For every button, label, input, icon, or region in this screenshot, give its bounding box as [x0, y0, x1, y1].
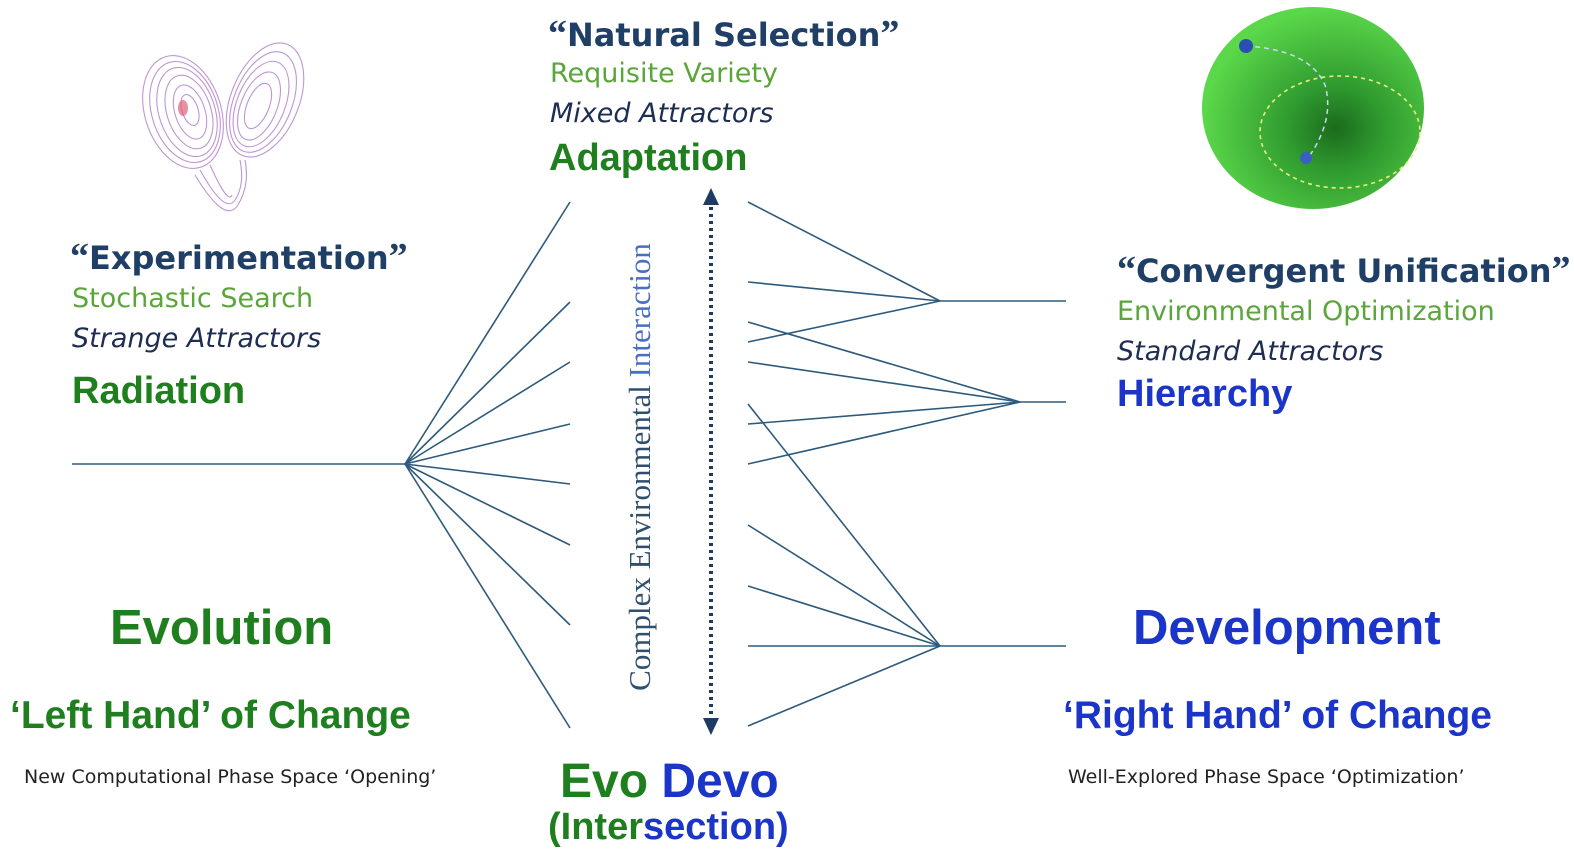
potential-well-attractor-icon: [1202, 7, 1424, 209]
development-branch-line: [747, 524, 941, 647]
development-branch-line: [747, 361, 1021, 403]
intersection-label: (Intersection): [548, 806, 789, 848]
environmental-optimization-label: Environmental Optimization: [1117, 296, 1495, 327]
development-heading: Development: [1133, 601, 1441, 655]
mixed-attractors-label: Mixed Attractors: [550, 98, 774, 129]
stochastic-search-label: Stochastic Search: [72, 283, 314, 314]
evo-devo-label: Evo Devo: [560, 755, 779, 808]
development-branch-line: [747, 321, 1021, 403]
right-hand-of-change-label: ‘Right Hand’ of Change: [1063, 694, 1492, 737]
development-branch-line: [747, 281, 941, 302]
evolution-branch-line: [404, 423, 571, 465]
development-branch-line: [747, 401, 1021, 465]
adaptation-label: Adaptation: [549, 137, 748, 179]
evolution-caption: New Computational Phase Space ‘Opening’: [24, 766, 437, 788]
evolution-branch-line: [404, 361, 571, 465]
complex-environmental-interaction-label: Complex Environmental Interaction: [622, 243, 657, 691]
interaction-double-arrow: [703, 188, 719, 735]
development-branch-line: [747, 585, 941, 647]
experimentation-title: “Experimentation”: [70, 236, 408, 278]
natural-selection-title: “Natural Selection”: [548, 13, 900, 55]
hierarchy-label: Hierarchy: [1117, 373, 1293, 415]
evolution-branch-line: [404, 463, 571, 485]
standard-attractors-label: Standard Attractors: [1117, 336, 1384, 367]
lorenz-attractor-icon: [142, 42, 305, 212]
development-branch-line: [747, 300, 941, 343]
requisite-variety-label: Requisite Variety: [550, 58, 778, 89]
evolution-branch-line: [404, 463, 571, 546]
evolution-branch-line: [404, 463, 571, 626]
development-branch-line: [747, 645, 941, 727]
radiation-label: Radiation: [72, 370, 246, 412]
left-hand-of-change-label: ‘Left Hand’ of Change: [10, 694, 411, 737]
convergent-unification-title: “Convergent Unification”: [1117, 249, 1571, 291]
evolution-branch-line: [404, 301, 571, 465]
evolution-branch-line: [404, 463, 571, 729]
development-branch-line: [747, 401, 1021, 425]
evolution-heading: Evolution: [110, 601, 334, 655]
strange-attractors-label: Strange Attractors: [72, 323, 322, 354]
development-branch-line: [747, 403, 941, 647]
development-caption: Well-Explored Phase Space ‘Optimization’: [1068, 766, 1465, 788]
development-branch-line: [747, 201, 941, 302]
evolution-branch-line: [404, 201, 571, 465]
